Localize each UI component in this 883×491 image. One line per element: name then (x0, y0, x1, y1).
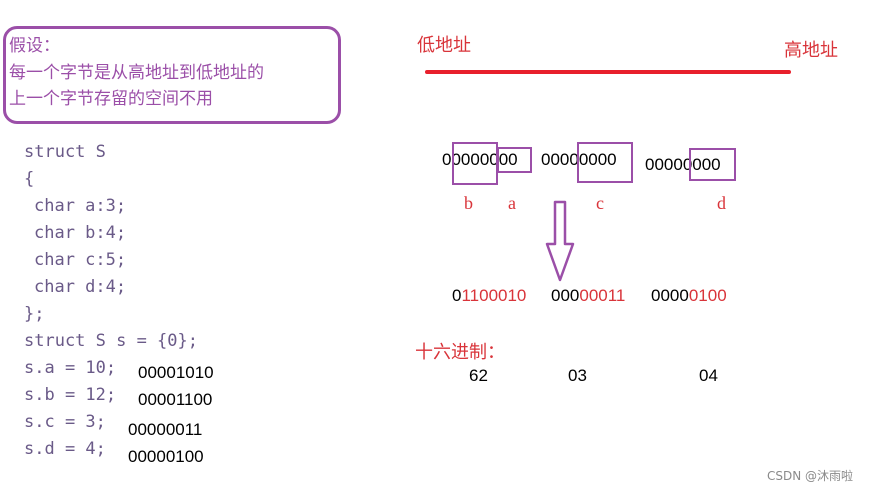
high-address-label: 高地址 (784, 40, 838, 61)
assumption-line-2: 上一个字节存留的空间不用 (9, 89, 213, 109)
field-label-d: d (717, 193, 726, 213)
field-box-a (497, 147, 532, 173)
assumption-box (3, 26, 341, 124)
field-label-b: b (464, 193, 473, 213)
hex-value-2: 03 (568, 366, 587, 385)
code-assign-c: s.c = 3; (24, 412, 106, 432)
code-assign-a: s.a = 10; (24, 358, 117, 378)
code-member-d: char d:4; (34, 277, 127, 297)
code-member-b: char b:4; (34, 223, 127, 243)
code-assign-b: s.b = 12; (24, 385, 117, 405)
result-byte-1: 01100010 (452, 286, 527, 305)
field-label-a: a (508, 193, 516, 213)
code-init: struct S s = {0}; (24, 331, 198, 351)
result-byte-3: 00000100 (651, 286, 727, 305)
field-box-c (577, 142, 633, 183)
memory-byte-3: 00000000 (645, 155, 721, 174)
assumption-title: 假设： (9, 36, 60, 56)
binary-b: 00001100 (138, 390, 213, 409)
code-brace-open: { (24, 169, 35, 189)
hex-value-3: 04 (699, 366, 718, 385)
watermark: CSDN @沐雨啦 (767, 469, 854, 483)
low-address-label: 低地址 (417, 35, 471, 56)
address-line (425, 70, 791, 74)
hex-label: 十六进制： (415, 342, 505, 363)
binary-c: 00000011 (128, 420, 203, 439)
field-box-d (689, 148, 736, 181)
assumption-line-1: 每一个字节是从高地址到低地址的 (9, 63, 264, 83)
down-arrow-icon (545, 200, 575, 282)
code-member-a: char a:3; (34, 196, 127, 216)
code-struct-open: struct S (24, 142, 106, 162)
code-assign-d: s.d = 4; (24, 439, 106, 459)
code-brace-close: }; (24, 304, 45, 324)
field-label-c: c (596, 193, 604, 213)
hex-value-1: 62 (469, 366, 488, 385)
binary-a: 00001010 (138, 363, 214, 382)
binary-d: 00000100 (128, 447, 204, 466)
result-byte-2: 00000011 (551, 286, 626, 305)
field-box-b (452, 142, 498, 185)
code-member-c: char c:5; (34, 250, 127, 270)
